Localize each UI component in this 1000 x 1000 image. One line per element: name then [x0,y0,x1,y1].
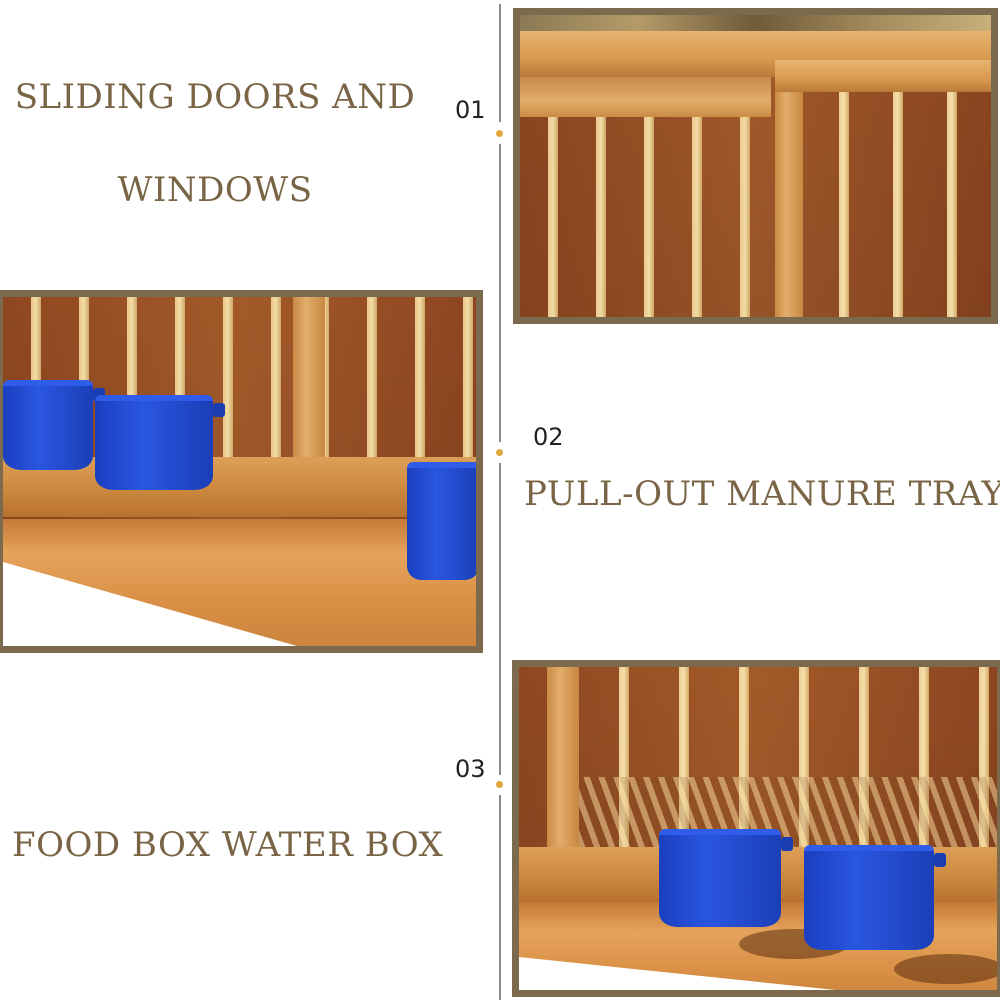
timeline-line-segment [499,463,501,775]
timeline-dot-01 [496,130,503,137]
timeline-line-segment [499,795,501,1000]
door-frame-post [547,667,579,867]
sliding-doors-photo [513,8,998,324]
feature-01-title-line2: WINDOWS [117,170,313,210]
blue-food-box [659,829,793,927]
cup-shadow [894,954,997,984]
timeline-line-segment [499,144,501,442]
blue-feed-cup [95,395,225,490]
feature-01-number: 01 [455,96,486,124]
blue-water-cup [407,462,476,580]
door-bars-left [520,117,771,317]
door-bars-right [803,92,991,317]
blue-water-box [804,845,946,950]
feature-03-number: 03 [455,755,486,783]
manure-tray-photo [0,290,483,653]
sliding-door-top-rail [775,60,991,92]
door-rail [520,77,771,117]
blue-feed-cup [3,380,105,470]
timeline-dot-03 [496,781,503,788]
feature-02-number: 02 [533,423,564,451]
timeline-dot-02 [496,449,503,456]
feature-03-title: FOOD BOX WATER BOX [12,825,444,865]
food-water-box-photo [512,660,1000,997]
feature-01-title-line1: SLIDING DOORS AND [14,77,416,117]
feature-02-title: PULL-OUT MANURE TRAY [524,474,1000,514]
cage-floor-grid [579,777,997,847]
sliding-door-frame [775,60,803,317]
background-foliage [520,15,991,33]
timeline-line-segment [499,4,501,122]
